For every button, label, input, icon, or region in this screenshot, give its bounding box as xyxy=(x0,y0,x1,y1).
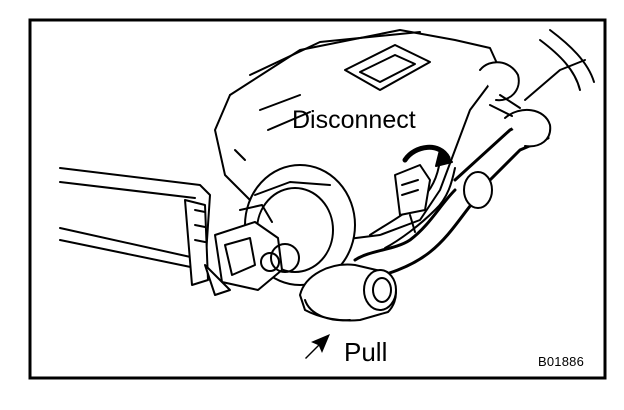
figure-border xyxy=(28,18,607,380)
figure-code: B01886 xyxy=(538,354,585,369)
engine-component-drawing xyxy=(59,29,595,322)
disconnect-label: Disconnect xyxy=(292,106,416,134)
pull-arrow-icon xyxy=(305,334,330,359)
pull-label: Pull xyxy=(344,337,388,367)
